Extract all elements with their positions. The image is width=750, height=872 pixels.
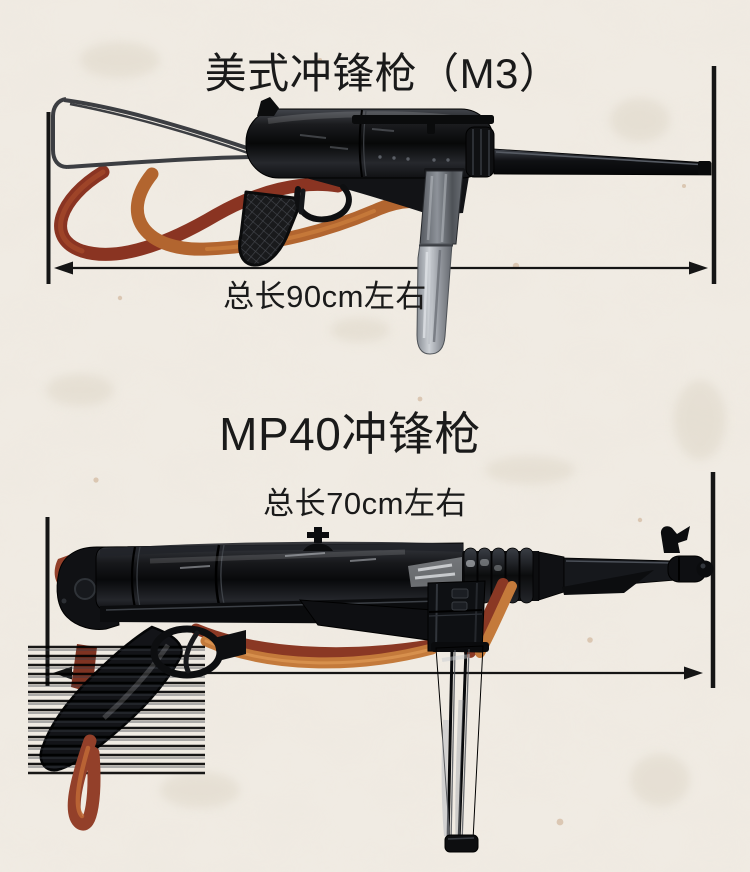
m3-trigger-guard [294,184,352,223]
product-title-m3: 美式冲锋枪（M3） [204,50,562,97]
mp40-grip [39,625,183,772]
m3-gun-photo [46,66,717,355]
mp40-magazine [427,580,489,853]
m3-barrel [465,126,712,178]
product-title-mp40: MP40冲锋枪 [219,408,481,460]
length-label-mp40: 总长70cm左右 [263,486,467,521]
m3-grip [238,190,304,267]
mp40-front-sight [660,526,690,553]
m3-receiver [245,97,495,215]
m3-rear-sight [257,97,279,116]
dimension-arrow-m3 [46,66,717,284]
mp40-sling-loop [67,734,101,831]
length-label-m3: 总长90cm左右 [223,279,427,314]
mp40-trigger-guard [150,625,246,679]
m3-magazine [416,168,465,355]
mp40-rear-sight [303,543,333,551]
mp40-gun-photo [39,472,716,853]
mp40-receiver [56,527,464,641]
m3-wire-stock [51,97,252,169]
